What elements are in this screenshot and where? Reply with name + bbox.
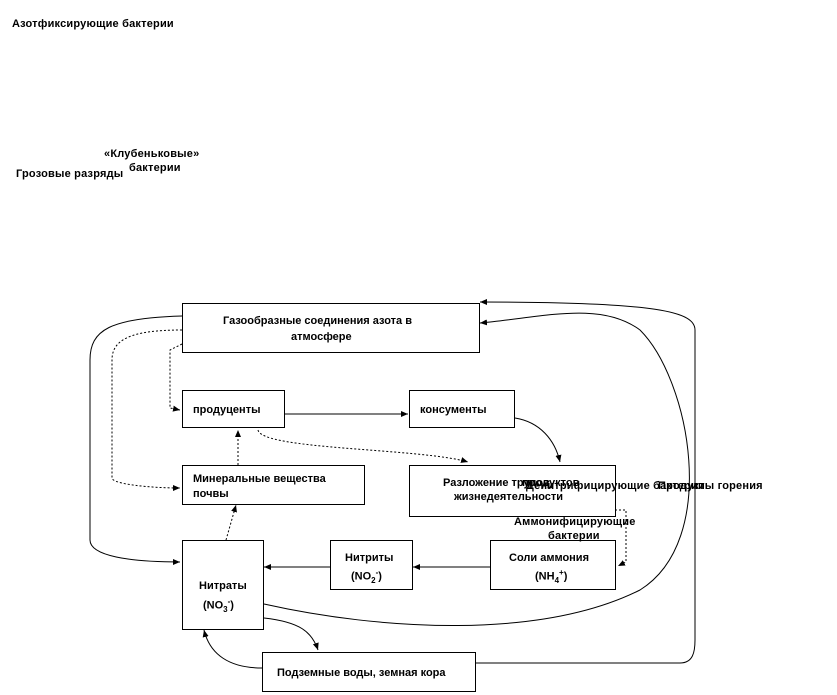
- label-denitrifying-bacteria: Денитрифицирующие бактерии: [526, 480, 705, 492]
- label-lightning: Грозовые разряды: [16, 168, 124, 180]
- box-ammonium-formula: (NH4+): [535, 568, 568, 585]
- label-nodule-bacteria: бактерии: [129, 162, 181, 174]
- box-decomposition-line1: Разложение трупов,: [443, 477, 553, 489]
- label-nodule: «Клубеньковые»: [104, 148, 200, 160]
- label-combustion-products: Продукты горения: [658, 480, 763, 492]
- box-producers: продуценты: [182, 390, 285, 428]
- box-nitrates: Нитраты (NO3-): [182, 540, 264, 630]
- arrow-groundwater-nitrates: [202, 629, 263, 669]
- arrow-nitrates-atmosphere: [263, 312, 690, 626]
- box-soil-minerals-line2: почвы: [193, 488, 229, 500]
- box-atmosphere-line1: Газообразные соединения азота в: [223, 315, 412, 327]
- arrow-groundwater-atmosphere: [476, 299, 696, 664]
- label-ammonifying: Аммонифицирующие: [514, 516, 636, 528]
- box-soil-minerals: Минеральные вещества почвы: [182, 465, 365, 505]
- box-nitrates-formula: (NO3-): [203, 597, 234, 614]
- box-decomposition-line2: продуктов: [522, 477, 580, 489]
- box-producers-label: продуценты: [193, 404, 261, 416]
- box-nitrites-formula: (NO2-): [351, 568, 382, 585]
- arrow-atmosphere-nitrates: [89, 315, 183, 565]
- arrow-atmosphere-minerals: [111, 329, 183, 491]
- box-decomposition-line3: жизнедеятельности: [454, 491, 564, 503]
- box-groundwater: Подземные воды, земная кора: [262, 652, 476, 692]
- box-consumers: консументы: [409, 390, 515, 428]
- box-atmosphere-line2: атмосфере: [291, 331, 352, 343]
- arrow-consumers-decomposition: [514, 417, 562, 463]
- box-ammonium-label: Соли аммония: [509, 552, 589, 564]
- label-ammonifying-bacteria: бактерии: [548, 530, 600, 542]
- box-decomposition: Разложение трупов, продуктов жизнедеятел…: [409, 465, 616, 517]
- box-ammonium-salts: Соли аммония (NH4+): [490, 540, 616, 590]
- label-nitrogen-fixing-bacteria: Азотфиксирующие бактерии: [12, 18, 174, 30]
- arrow-producers-decomposition: [257, 429, 469, 463]
- box-atmosphere: Газообразные соединения азота в атмосфер…: [182, 303, 480, 353]
- arrow-atmosphere-producers: [169, 343, 183, 412]
- arrow-nitrates-minerals: [225, 504, 237, 541]
- box-groundwater-label: Подземные воды, земная кора: [277, 667, 446, 679]
- arrow-nitrates-groundwater: [263, 617, 319, 651]
- box-nitrates-label: Нитраты: [199, 580, 247, 592]
- arrow-decomposition-ammonium: [615, 509, 627, 567]
- box-nitrites: Нитриты (NO2-): [330, 540, 413, 590]
- box-nitrites-label: Нитриты: [345, 552, 394, 564]
- box-soil-minerals-line1: Минеральные вещества: [193, 473, 326, 485]
- box-consumers-label: консументы: [420, 404, 487, 416]
